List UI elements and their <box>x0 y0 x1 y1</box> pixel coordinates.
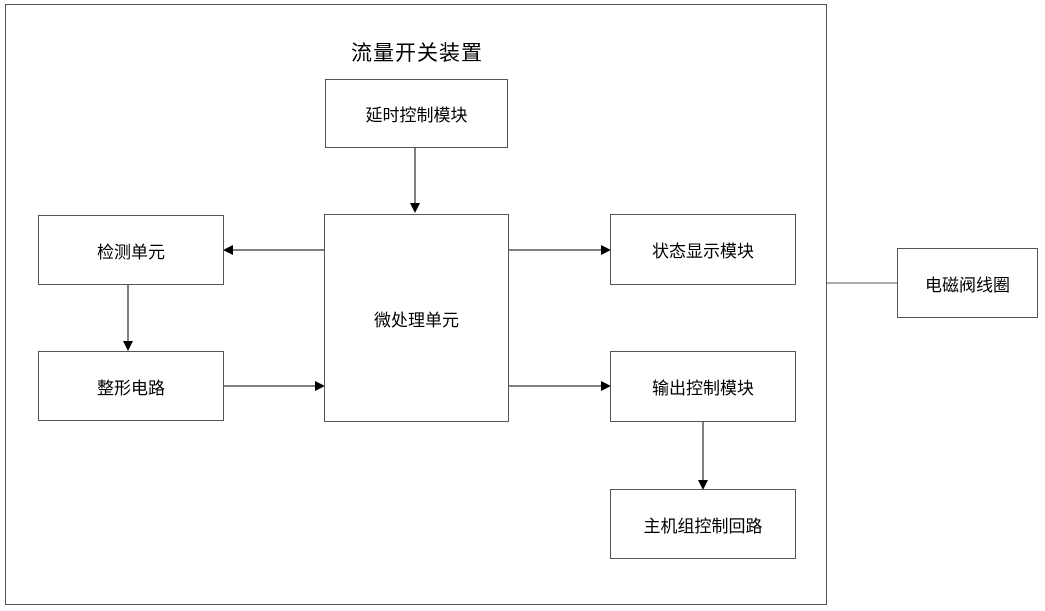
node-microprocessor: 微处理单元 <box>324 214 509 422</box>
node-status-display: 状态显示模块 <box>610 214 796 285</box>
node-output-control: 输出控制模块 <box>610 351 796 422</box>
node-solenoid-coil: 电磁阀线圈 <box>897 248 1038 318</box>
container-title: 流量开关装置 <box>351 41 483 65</box>
node-shaping-circuit: 整形电路 <box>38 351 224 421</box>
node-host-control-loop: 主机组控制回路 <box>610 489 796 559</box>
node-detection-unit: 检测单元 <box>38 215 224 285</box>
flow-switch-container: 流量开关装置 <box>5 4 827 605</box>
node-delay-control: 延时控制模块 <box>325 79 508 148</box>
